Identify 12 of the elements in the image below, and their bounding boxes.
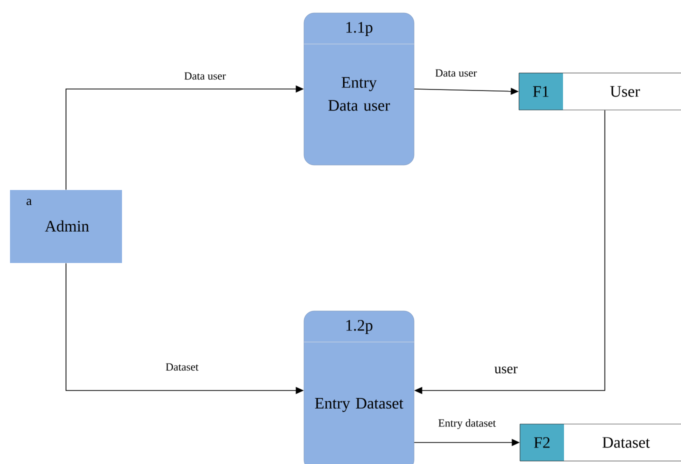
node-label: User [610,86,640,97]
entity-box: a Admin [10,190,122,263]
data-store: F2 Dataset [520,424,681,462]
edge-label: user [493,366,519,374]
process-box: 1.1p Entry Data user [304,12,414,166]
edge-label: Data user [434,68,478,78]
edge-label: Dataset [164,362,200,372]
data-store: F1 User [518,72,681,110]
process-box: 1.2p Entry Dataset [304,310,414,464]
edge-label: Data user [183,71,227,81]
node-label: Dataset [602,437,650,448]
edge-label: Entry dataset [437,418,497,430]
